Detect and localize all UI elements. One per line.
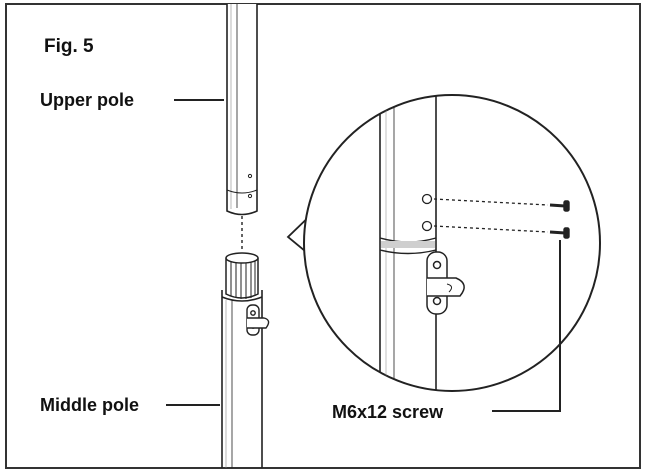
detail-joint-band [381, 241, 435, 248]
connector-sleeve [225, 252, 259, 299]
detail-circle [303, 94, 601, 392]
pole-bracket [246, 304, 270, 336]
screw-leader [492, 240, 561, 412]
detail-hole-lower [421, 220, 433, 232]
screw-icon [549, 227, 570, 239]
detail-hole-upper [421, 193, 433, 205]
middle-pole-label: Middle pole [40, 395, 139, 415]
screw-label: M6x12 screw [332, 402, 444, 422]
detail-callout [286, 94, 601, 392]
upper-pole-label: Upper pole [40, 90, 134, 110]
figure-label: Fig. 5 [44, 36, 94, 57]
upper-pole [226, 4, 258, 216]
detail-bracket [426, 251, 465, 315]
screw-icon [549, 200, 570, 212]
